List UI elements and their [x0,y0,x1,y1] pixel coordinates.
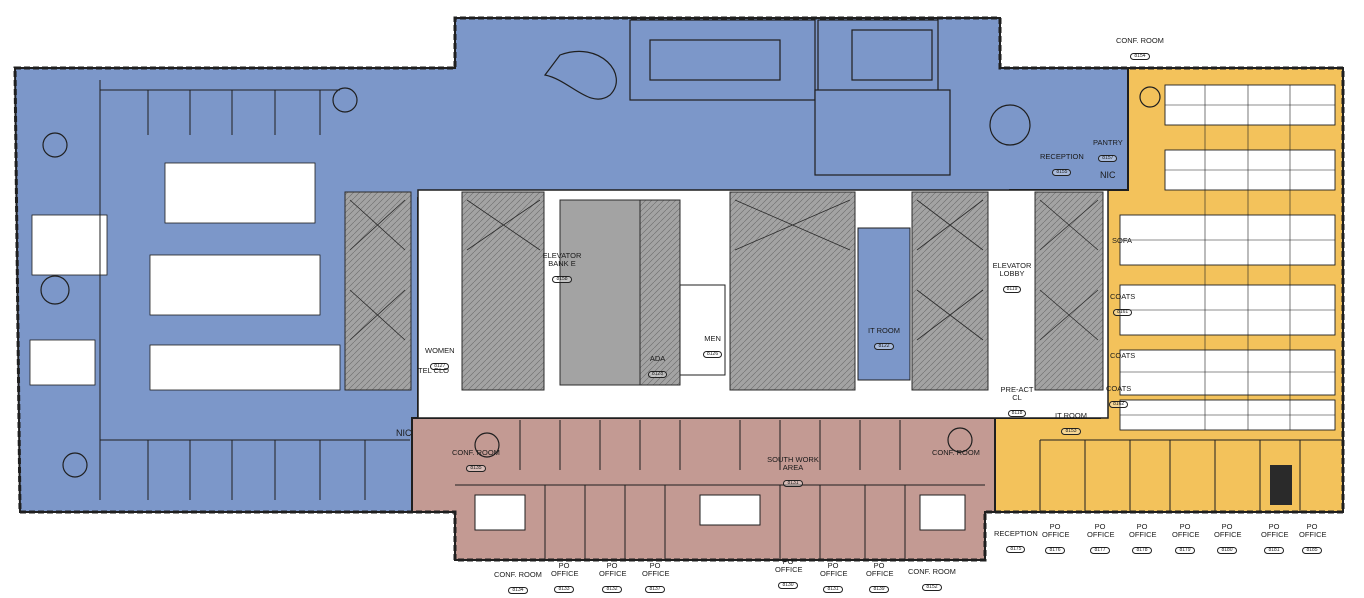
it-room-core [857,227,911,381]
conf-room-se-label: CONF. ROOM [932,448,980,457]
elevator-x-marks [349,199,1099,341]
south-work-label: SOUTH WORK AREA 8131 [767,455,819,487]
men-label: MEN 8126 [703,334,723,359]
sofa-label: SOFA [1112,236,1133,245]
nic-west-label: NIC [396,428,412,438]
po-office-e5-label: PO OFFICE 8180 [1214,522,1242,554]
pre-act-label: PRE-ACT CL 8118 [1000,385,1034,417]
pantry-label: PANTRY 8157 [1093,138,1123,163]
po-office-e6-label: PO OFFICE 8181 [1261,522,1289,554]
south-offices [455,420,985,560]
north-rooms [629,19,951,176]
po-office-e3-label: PO OFFICE 8178 [1129,522,1157,554]
west-perimeter-offices [99,80,410,500]
elevator-bank-label: ELEVATOR BANK E 8158 [542,251,582,283]
elevator-lobby-label: ELEVATOR LOBBY 8119 [992,261,1032,293]
round-tables [40,50,1161,478]
conf-room-top-label: CONF. ROOM 8154 [1116,36,1164,61]
women-label: WOMEN 8127 [425,346,455,371]
ada-label: ADA 8128 [648,354,668,379]
po-office-e1-label: PO OFFICE 8176 [1042,522,1070,554]
restroom-block [679,284,726,376]
reception-north-label: RECEPTION 8155 [1040,152,1084,177]
east-perimeter-offices [1039,439,1343,512]
it-room-east-label: IT ROOM 8153 [1055,411,1087,436]
po-office-4-label: PO OFFICE 8130 [775,557,803,589]
po-office-e4-label: PO OFFICE 8179 [1172,522,1200,554]
conf-room-sw-label: CONF. ROOM 8135 [452,448,500,473]
nic-east-label: NIC [1100,170,1116,180]
it-room-core-label: IT ROOM 8122 [868,326,900,351]
conf-room-bl-label: CONF. ROOM 8134 [494,570,542,595]
conf-room-br-label: CONF. ROOM 8152 [908,567,956,592]
coats-1-label: COATS 8161 [1110,292,1136,317]
po-office-3-label: PO OFFICE 8137 [642,561,670,593]
reception-east-label: RECEPTION 8175 [994,529,1038,554]
west-desk-clusters [29,162,341,391]
po-office-e2-label: PO OFFICE 8177 [1087,522,1115,554]
east-dark-accent [1270,465,1292,505]
coats-3-label: COATS 8162 [1106,384,1132,409]
tel-clo-label: TEL CLO [418,366,449,375]
perimeter-outline [13,16,1345,562]
east-desk-dividers [1120,85,1335,430]
coats-2-label: COATS [1110,351,1136,360]
south-zone [411,417,996,561]
po-office-6-label: PO OFFICE 8139 [866,561,894,593]
po-office-2-label: PO OFFICE 8132 [599,561,627,593]
po-office-1-label: PO OFFICE 8133 [551,561,579,593]
po-office-5-label: PO OFFICE 8131 [820,561,848,593]
po-office-e7-label: PO OFFICE 8185 [1299,522,1327,554]
